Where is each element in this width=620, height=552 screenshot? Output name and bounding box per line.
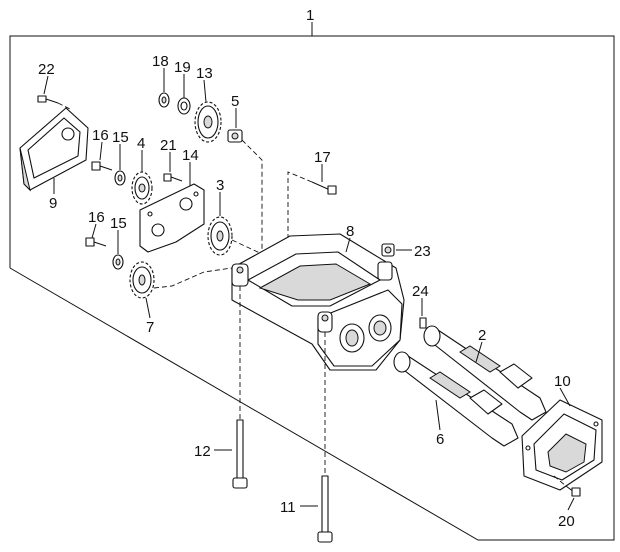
callout-7: 7 [146, 319, 154, 336]
callout-24: 24 [412, 283, 429, 300]
callout-16a: 16 [92, 127, 109, 144]
callout-labels: 1 2 3 4 5 6 7 8 9 10 11 12 13 14 15 15 1… [38, 7, 575, 530]
part-3-gear [207, 216, 263, 256]
callout-11: 11 [280, 499, 296, 516]
callout-18: 18 [152, 53, 169, 70]
part-18-washer [158, 92, 170, 108]
callout-9: 9 [49, 195, 57, 212]
callout-23: 23 [414, 243, 431, 260]
part-10-cover [521, 399, 603, 491]
callout-16b: 16 [88, 209, 105, 226]
part-7-gear [129, 261, 233, 299]
callout-19: 19 [174, 59, 191, 76]
callout-8: 8 [346, 223, 354, 240]
part-9-cover [19, 107, 89, 192]
part-6-shaft [393, 351, 519, 447]
part-11-bolt [317, 332, 333, 543]
callout-15a: 15 [112, 129, 129, 146]
leader-lines [43, 68, 575, 511]
part-17-bolt [287, 171, 337, 246]
callout-6: 6 [436, 431, 444, 448]
callout-20: 20 [558, 513, 575, 530]
part-15-washer-upper [114, 170, 126, 186]
part-16-bolt-upper [91, 161, 113, 171]
callout-17: 17 [314, 149, 331, 166]
callout-15b: 15 [110, 215, 127, 232]
callout-14: 14 [182, 147, 199, 164]
callout-12: 12 [194, 443, 211, 460]
part-5-nut [227, 129, 263, 254]
part-24-pin [419, 317, 427, 329]
callout-2: 2 [478, 327, 486, 344]
part-13-gear [194, 101, 222, 143]
part-21-bolt [163, 173, 183, 182]
callout-1: 1 [306, 7, 314, 24]
callout-21: 21 [160, 137, 177, 154]
callout-5: 5 [231, 93, 239, 110]
callout-13: 13 [196, 65, 213, 82]
part-16-bolt-lower [85, 237, 107, 247]
part-15-washer-lower [112, 254, 124, 270]
part-22-bolt [37, 95, 73, 111]
part-19-washer [177, 97, 191, 115]
callout-3: 3 [216, 177, 224, 194]
assembly-frame [9, 22, 615, 541]
part-2-shaft [423, 325, 547, 421]
part-14-plate [139, 183, 205, 253]
callout-10: 10 [554, 373, 571, 390]
part-4-gear [131, 171, 153, 205]
part-12-bolt [232, 286, 248, 489]
callout-22: 22 [38, 61, 55, 78]
part-8-housing [231, 233, 405, 371]
part-23-nut [381, 243, 395, 257]
callout-4: 4 [137, 135, 145, 152]
part-20-bolt [553, 475, 581, 497]
